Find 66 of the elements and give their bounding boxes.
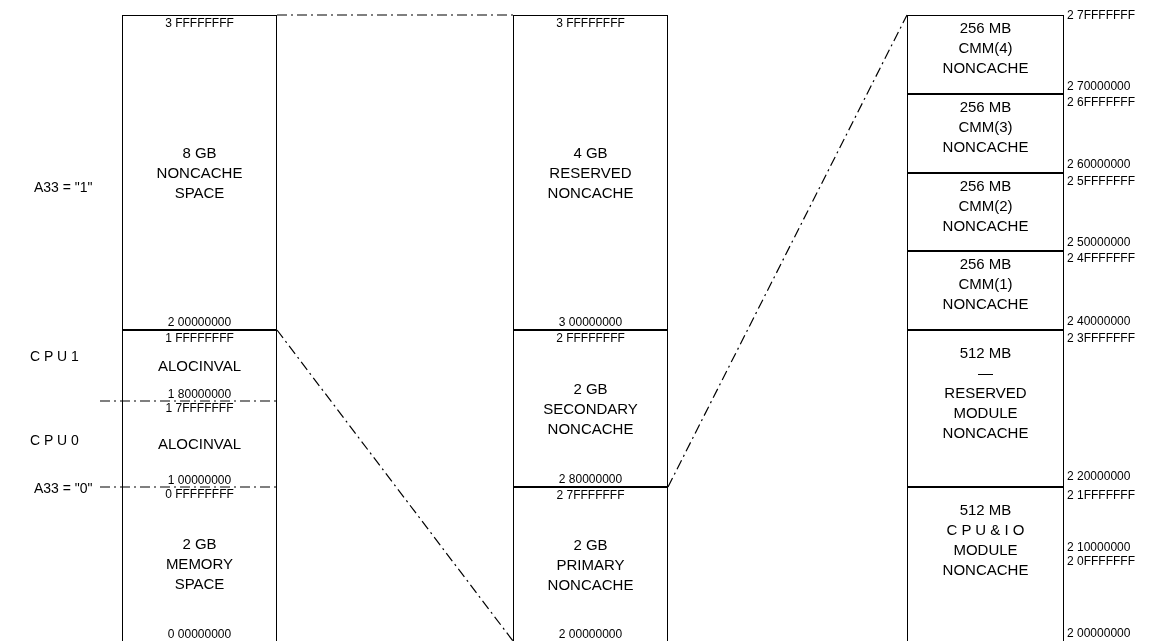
memory-region-box: [122, 330, 277, 401]
address-label: 2 0FFFFFFF: [1067, 554, 1135, 568]
region-label: NONCACHE SPACE: [155, 162, 244, 203]
mapping-line: [276, 329, 514, 641]
region-label: MEMORY SPACE: [164, 554, 235, 594]
address-label: 1 7FFFFFFF: [165, 401, 234, 415]
address-label: 0 FFFFFFFF: [165, 487, 234, 501]
size-label: 256 MB: [959, 97, 1012, 117]
size-label: 256 MB: [959, 254, 1012, 274]
address-label: 2 40000000: [1067, 314, 1131, 328]
memory-region-box: [513, 330, 668, 487]
size-label: 512 MB: [959, 500, 1012, 520]
address-label: 0 00000000: [167, 627, 232, 641]
address-label: 1 80000000: [167, 387, 232, 401]
address-label: 2 20000000: [1067, 469, 1131, 483]
region-label: CMM(4) NONCACHE: [941, 38, 1030, 78]
memory-region-box: [122, 401, 277, 487]
address-label: 2 5FFFFFFF: [1067, 174, 1135, 188]
size-label: 512 MB: [959, 343, 1012, 363]
memory-region-box: [513, 487, 668, 641]
mapping-line: [276, 14, 514, 16]
address-label: 1 FFFFFFFF: [165, 331, 234, 345]
address-label: 2 7FFFFFFF: [556, 488, 625, 502]
address-label: 2 60000000: [1067, 157, 1131, 171]
memory-region-box: [513, 15, 668, 330]
region-label: PRIMARY NONCACHE: [546, 554, 635, 595]
address-label: 2 7FFFFFFF: [1067, 8, 1135, 22]
size-label: 8 GB: [182, 142, 217, 163]
size-label: 2 GB: [573, 378, 608, 399]
size-label: 2 GB: [182, 534, 217, 554]
region-label: ALOCINVAL: [156, 356, 243, 376]
size-label: 256 MB: [959, 176, 1012, 196]
address-label: 2 00000000: [167, 315, 232, 329]
region-label: SECONDARY NONCACHE: [542, 398, 639, 439]
region-label: — RESERVED MODULE NONCACHE: [941, 363, 1030, 443]
address-label: 2 3FFFFFFF: [1067, 331, 1135, 345]
address-label: 2 50000000: [1067, 235, 1131, 249]
region-label: CMM(1) NONCACHE: [941, 274, 1030, 314]
mapping-line: [667, 14, 908, 488]
address-label: 2 6FFFFFFF: [1067, 95, 1135, 109]
signal-label: A33 = "1": [34, 179, 93, 195]
address-label: 1 00000000: [167, 473, 232, 487]
address-label: 3 FFFFFFFF: [556, 16, 625, 30]
address-label: 2 4FFFFFFF: [1067, 251, 1135, 265]
address-label: 2 70000000: [1067, 79, 1131, 93]
address-label: 2 10000000: [1067, 540, 1131, 554]
memory-region-box: [122, 15, 277, 330]
size-label: 256 MB: [959, 18, 1012, 38]
signal-label: A33 = "0": [34, 480, 93, 496]
signal-label: C P U 0: [30, 432, 79, 448]
size-label: 4 GB: [573, 142, 608, 163]
region-label: CMM(3) NONCACHE: [941, 117, 1030, 157]
address-label: 2 80000000: [558, 472, 623, 486]
region-label: ALOCINVAL: [156, 434, 243, 454]
address-label: 2 00000000: [558, 627, 623, 641]
signal-label: C P U 1: [30, 348, 79, 364]
memory-region-box: [122, 487, 277, 641]
region-label: C P U & I O MODULE NONCACHE: [941, 520, 1030, 580]
address-label: 3 00000000: [558, 315, 623, 329]
region-label: CMM(2) NONCACHE: [941, 196, 1030, 236]
region-label: RESERVED NONCACHE: [546, 162, 635, 203]
address-label: 2 00000000: [1067, 626, 1131, 640]
address-label: 3 FFFFFFFF: [165, 16, 234, 30]
size-label: 2 GB: [573, 534, 608, 555]
address-label: 2 FFFFFFFF: [556, 331, 625, 345]
address-label: 2 1FFFFFFF: [1067, 488, 1135, 502]
